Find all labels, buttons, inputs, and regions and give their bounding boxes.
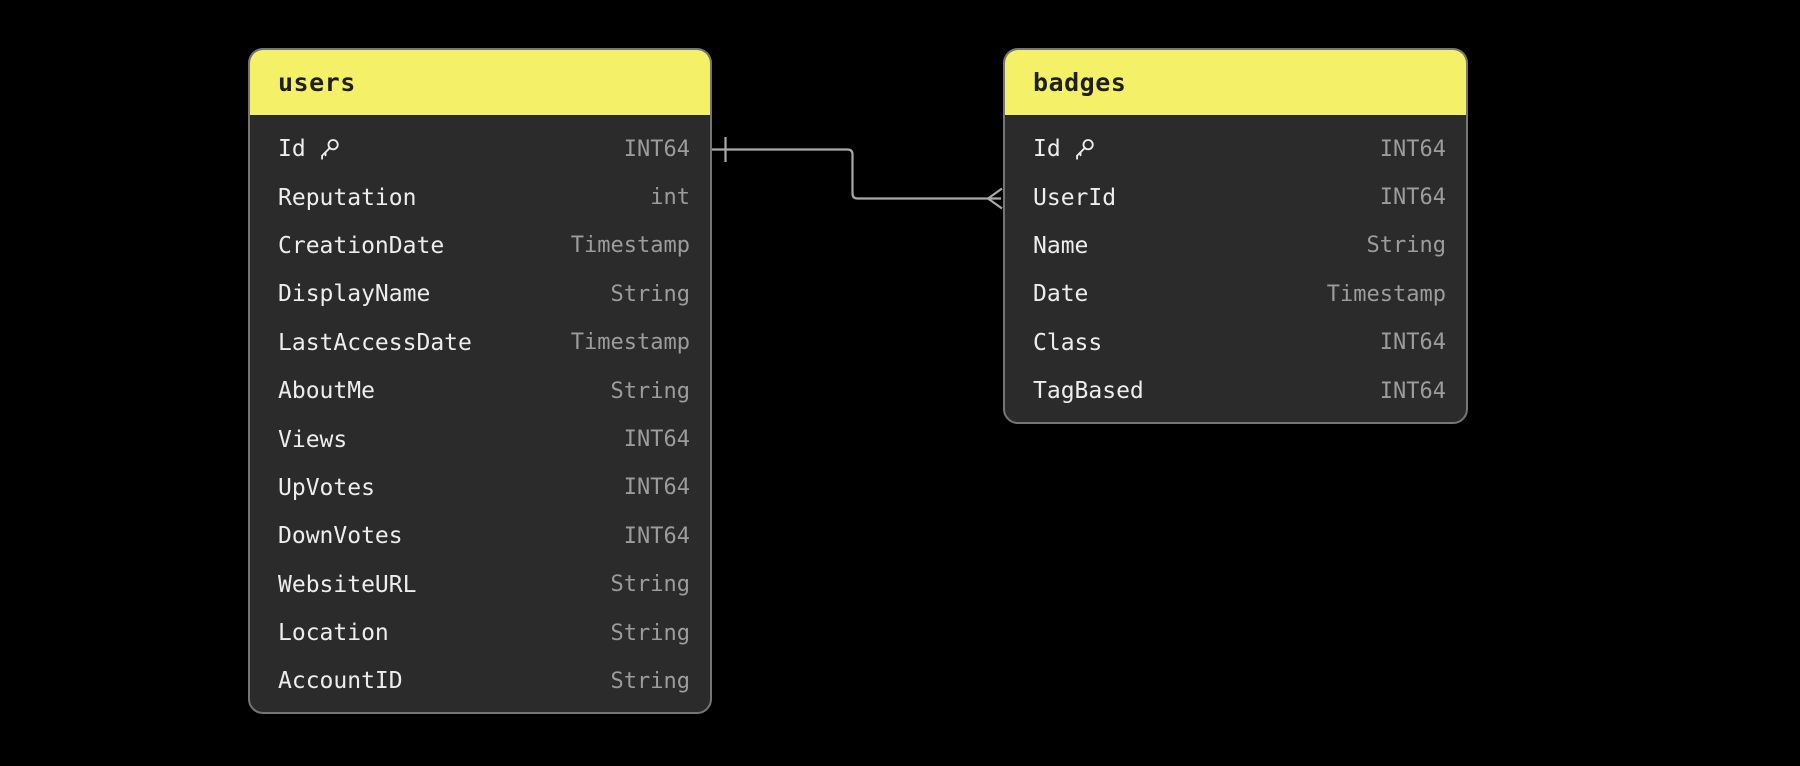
field-type-label: INT64 [1379, 185, 1446, 211]
table-users-header[interactable]: users [250, 50, 710, 115]
field-name-label: AccountID [278, 668, 403, 695]
field-row-users-Id[interactable]: Id INT64 [250, 125, 710, 173]
field-type-label: int [650, 185, 690, 211]
field-name-label: LastAccessDate [278, 329, 472, 356]
field-name-label: CreationDate [278, 232, 445, 259]
field-row-users-Reputation[interactable]: Reputation int [250, 173, 710, 221]
field-name-label: Date [1033, 281, 1089, 308]
field-row-badges-Id[interactable]: Id INT64 [1005, 125, 1466, 173]
table-badges-title: badges [1033, 68, 1127, 97]
field-type-label: INT64 [623, 523, 690, 549]
field-type-label: INT64 [623, 427, 690, 453]
field-type-label: String [610, 378, 690, 404]
field-type-label: String [610, 572, 690, 598]
field-row-users-DownVotes[interactable]: DownVotes INT64 [250, 512, 710, 560]
field-name-label: Name [1033, 232, 1089, 259]
field-row-users-AccountID[interactable]: AccountID String [250, 657, 710, 705]
field-name-label: Reputation [278, 184, 417, 211]
field-name-label: DownVotes [278, 523, 403, 550]
field-name-label: Class [1033, 329, 1103, 356]
field-row-users-Views[interactable]: Views INT64 [250, 415, 710, 463]
field-type-label: INT64 [623, 475, 690, 501]
field-row-badges-UserId[interactable]: UserId INT64 [1005, 173, 1466, 221]
field-name-label: Id [278, 136, 306, 163]
field-row-users-LastAccessDate[interactable]: LastAccessDate Timestamp [250, 319, 710, 367]
relationship-line[interactable] [712, 148, 1001, 200]
field-type-label: String [610, 620, 690, 646]
table-badges-fields: Id INT64 UserId INT64 Name String Date T… [1005, 115, 1466, 422]
field-type-label: Timestamp [1326, 281, 1446, 307]
field-name-label: Id [1033, 136, 1061, 163]
field-type-label: INT64 [1379, 330, 1446, 356]
field-row-users-UpVotes[interactable]: UpVotes INT64 [250, 464, 710, 512]
field-type-label: String [610, 668, 690, 694]
table-badges[interactable]: badges Id INT64 UserId INT64 Name String… [1003, 48, 1468, 424]
field-name-label: DisplayName [278, 281, 431, 308]
field-row-users-Location[interactable]: Location String [250, 609, 710, 657]
field-type-label: String [610, 281, 690, 307]
field-name-label: WebsiteURL [278, 571, 417, 598]
field-name-label: Location [278, 620, 389, 647]
field-row-users-CreationDate[interactable]: CreationDate Timestamp [250, 222, 710, 270]
field-type-label: String [1366, 233, 1446, 259]
field-type-label: INT64 [623, 136, 690, 162]
field-name-label: TagBased [1033, 378, 1144, 405]
table-users[interactable]: users Id INT64 Reputation int CreationDa… [248, 48, 712, 714]
field-name-label: AboutMe [278, 378, 375, 405]
primary-key-icon [320, 139, 339, 160]
field-row-users-AboutMe[interactable]: AboutMe String [250, 367, 710, 415]
field-type-label: Timestamp [570, 233, 690, 259]
table-users-fields: Id INT64 Reputation int CreationDate Tim… [250, 115, 710, 712]
field-row-badges-TagBased[interactable]: TagBased INT64 [1005, 367, 1466, 415]
field-name-label: Views [278, 426, 348, 453]
field-type-label: INT64 [1379, 136, 1446, 162]
field-row-users-DisplayName[interactable]: DisplayName String [250, 270, 710, 318]
field-type-label: Timestamp [570, 330, 690, 356]
table-badges-header[interactable]: badges [1005, 50, 1466, 115]
field-row-badges-Class[interactable]: Class INT64 [1005, 319, 1466, 367]
primary-key-icon [1075, 139, 1094, 160]
field-name-label: UserId [1033, 184, 1117, 211]
field-row-badges-Name[interactable]: Name String [1005, 222, 1466, 270]
field-row-users-WebsiteURL[interactable]: WebsiteURL String [250, 561, 710, 609]
field-name-label: UpVotes [278, 474, 375, 501]
cardinality-many-marker [987, 187, 1003, 210]
field-row-badges-Date[interactable]: Date Timestamp [1005, 270, 1466, 318]
table-users-title: users [278, 68, 356, 97]
field-type-label: INT64 [1379, 378, 1446, 404]
